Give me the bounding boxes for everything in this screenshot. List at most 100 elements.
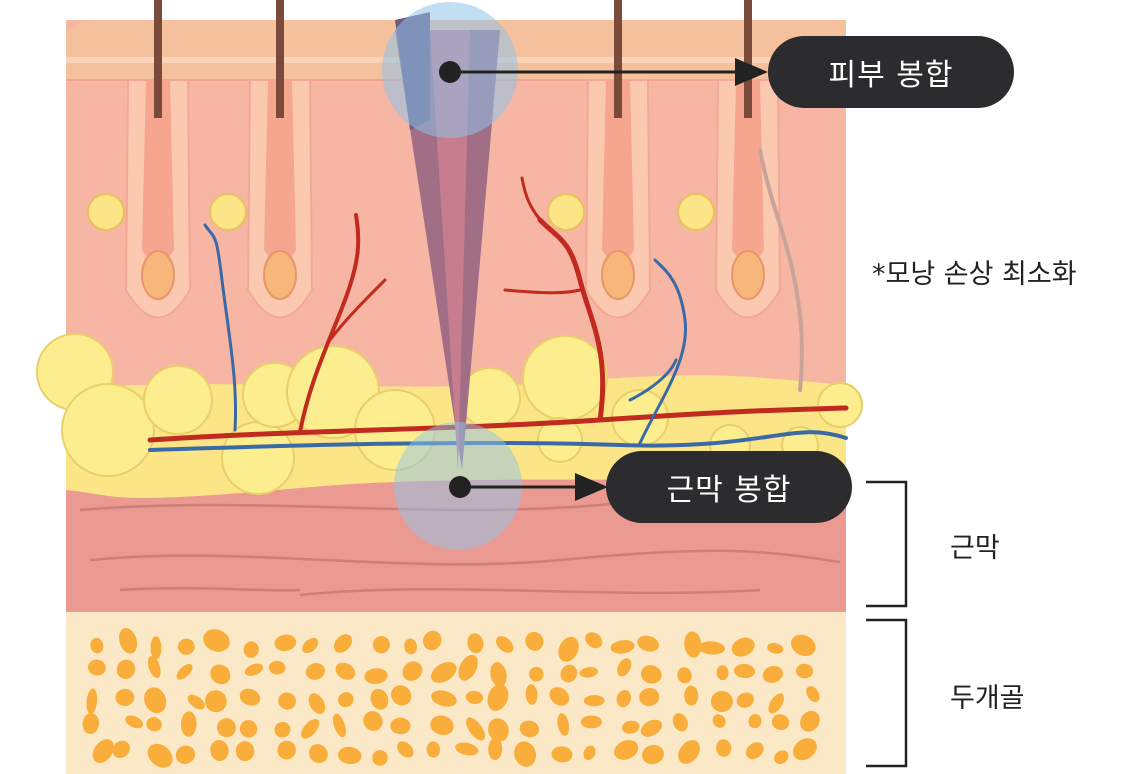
bone-spot: [243, 641, 259, 658]
fat-cell: [286, 345, 380, 439]
bone-spot: [90, 637, 104, 654]
bone-spot: [337, 746, 362, 765]
bone-spot: [210, 739, 229, 761]
bone-spot: [712, 714, 726, 728]
sebaceous-gland: [677, 193, 715, 231]
bone-spot: [731, 637, 755, 657]
bone-spot: [762, 665, 783, 683]
bone-spot: [150, 636, 162, 660]
bone-spot: [302, 637, 319, 654]
bone-spot: [203, 629, 230, 652]
hair-shaft: [744, 0, 752, 118]
bone-spot: [204, 690, 227, 713]
bone-spot: [332, 713, 346, 738]
bone-spot: [390, 717, 411, 735]
callout-arrows: [439, 58, 768, 501]
bone-spot: [363, 711, 383, 731]
bone-spot: [423, 630, 442, 651]
bone-spot: [795, 663, 814, 679]
bone-spot: [404, 638, 418, 655]
bone-spot: [698, 641, 726, 655]
bone-spot: [560, 664, 578, 683]
bone-spot: [790, 634, 816, 657]
bone-spot: [583, 695, 605, 707]
skull-layer-label: 두개골: [950, 683, 1025, 714]
bone-spot: [430, 715, 454, 736]
bone-spot: [733, 664, 756, 679]
bone-spot: [490, 662, 507, 687]
bone-spot: [235, 741, 255, 762]
fat-cell: [61, 383, 155, 477]
bone-spot: [116, 659, 136, 679]
bone-spot: [115, 688, 135, 707]
bone-spot: [431, 690, 457, 707]
bone-spot: [792, 738, 817, 761]
bone-spot: [488, 737, 503, 761]
bone-spot: [716, 739, 732, 757]
bone-spot: [239, 720, 258, 738]
vein: [148, 430, 848, 452]
bone-spot: [397, 741, 414, 758]
fascia-layer-label: 근막: [950, 533, 1000, 564]
bone-spot: [745, 742, 764, 760]
bone-spot: [147, 656, 161, 678]
bone-spot: [147, 743, 173, 768]
bone-spot: [146, 717, 162, 732]
fat-cell: [143, 365, 213, 435]
artery: [147, 405, 849, 443]
bone-spot: [610, 640, 635, 654]
bone-spot: [87, 659, 106, 676]
bone-spot: [710, 691, 733, 712]
bone-spot: [305, 663, 325, 680]
bone-spot: [86, 688, 98, 715]
skin-suture-callout: 피부 봉합: [768, 36, 1014, 108]
hair-shaft: [276, 0, 284, 118]
bone-spot: [364, 668, 388, 684]
bone-spot: [187, 694, 205, 710]
bone-spongy-spots: [82, 627, 820, 768]
bone-spot: [557, 713, 570, 736]
bone-spot: [487, 684, 509, 711]
bone-spot: [614, 740, 639, 760]
bone-spot: [308, 693, 326, 714]
follicle-damage-note: *모낭 손상 최소화: [872, 259, 1077, 290]
bone-spot: [616, 689, 632, 708]
bone-spot: [372, 750, 388, 766]
bone-spot: [622, 720, 640, 734]
sebaceous-gland: [87, 193, 125, 231]
hair-shaft: [154, 0, 162, 118]
bone-spot: [617, 658, 632, 677]
bone-spot: [748, 714, 762, 729]
fat-cell: [817, 382, 863, 428]
bone-spot: [639, 688, 660, 707]
bone-spot: [488, 718, 509, 742]
bone-spot: [736, 692, 754, 708]
bone-spot: [519, 720, 540, 738]
sebaceous-gland: [547, 193, 585, 231]
bone-spot: [672, 713, 688, 732]
bone-spot: [125, 715, 144, 729]
bone-spot: [92, 739, 114, 763]
bone-spot: [637, 635, 659, 652]
bone-spot: [372, 636, 390, 654]
bone-spot: [678, 740, 700, 764]
bone-spot: [112, 740, 130, 758]
bone-spot: [640, 719, 662, 737]
bone-spot: [640, 665, 662, 684]
bone-spot: [768, 693, 784, 714]
bone-spot: [800, 710, 820, 732]
bone-spot: [274, 721, 291, 738]
bone-spot: [549, 687, 570, 706]
sebaceous-gland: [209, 193, 247, 231]
bone-spot: [684, 685, 699, 706]
bone-spot: [370, 688, 389, 710]
bone-spot: [268, 660, 286, 675]
bone-spot: [278, 692, 296, 710]
bone-spot: [239, 688, 261, 706]
bone-spot: [144, 687, 167, 714]
bone-spot: [806, 686, 820, 703]
bone-spot: [210, 664, 231, 685]
bone-spot: [771, 714, 790, 731]
bone-spot: [274, 634, 297, 652]
